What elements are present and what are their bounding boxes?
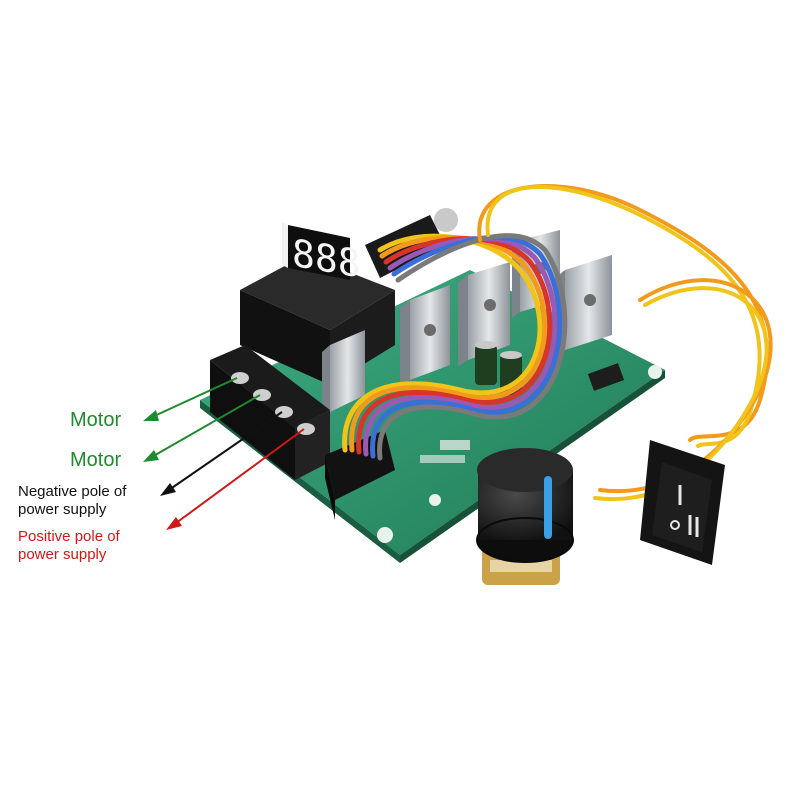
heatsink-1 — [322, 330, 365, 418]
heatsinks — [322, 230, 612, 418]
label-positive-pole: Positive pole of power supply — [18, 528, 120, 564]
arrow-positive — [166, 428, 305, 530]
heatsink-3 — [458, 262, 510, 366]
rocker-switch-icon — [640, 440, 725, 565]
terminal-screw-icon — [231, 372, 315, 435]
ribbon-wires — [342, 233, 568, 461]
label-negative-pole: Negative pole of power supply — [18, 483, 126, 519]
label-negative-line1: Negative pole of — [18, 483, 127, 500]
heatsink-2 — [400, 285, 450, 386]
label-motor-2: Motor — [70, 449, 122, 471]
led-display: 888 — [282, 222, 361, 288]
pointer-arrows — [143, 377, 305, 530]
label-positive-line1: Positive pole of — [18, 528, 120, 545]
arrow-motor-2 — [143, 394, 261, 462]
capacitors — [475, 341, 522, 395]
arrow-motor-1 — [143, 377, 238, 421]
label-positive-line2: power supply — [18, 546, 107, 563]
label-motor-1: Motor — [70, 409, 122, 431]
potentiometer-knob-icon — [476, 448, 574, 585]
label-negative-line2: power supply — [18, 501, 107, 518]
arrow-negative — [160, 411, 283, 496]
